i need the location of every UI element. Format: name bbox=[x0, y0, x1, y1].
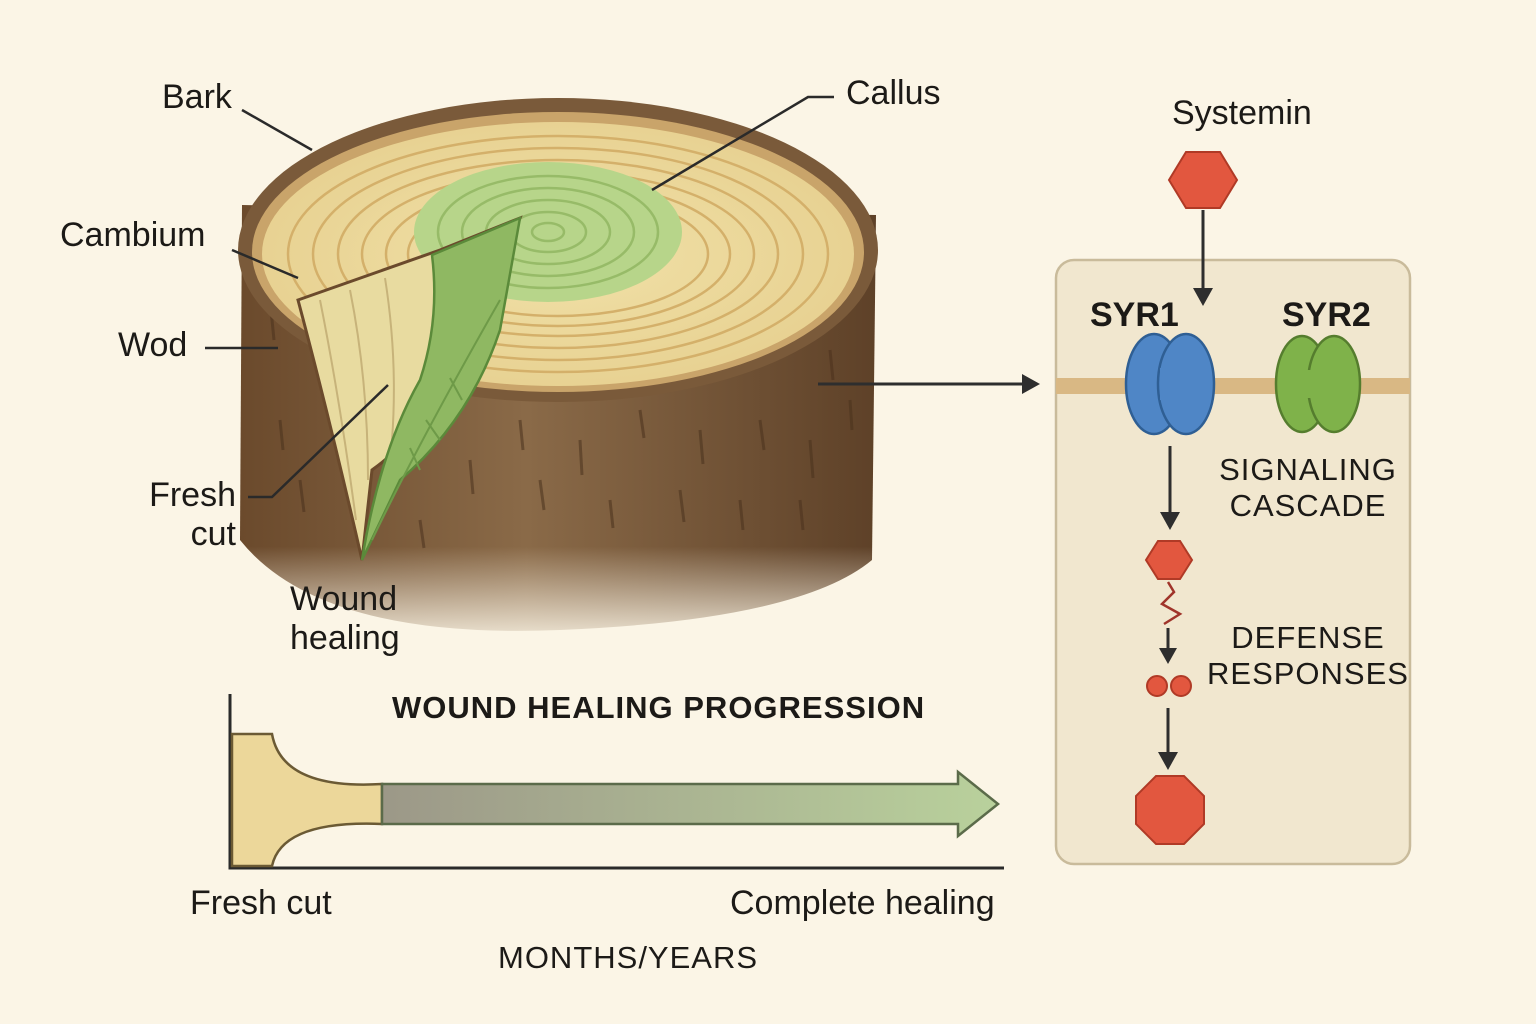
fresh-cut-flare bbox=[230, 732, 384, 868]
bark-label: Bark bbox=[162, 78, 232, 116]
systemin-hexagon bbox=[1167, 151, 1239, 209]
fresh-cut-label: Fresh cut bbox=[149, 476, 236, 554]
cambium-label: Cambium bbox=[60, 216, 206, 254]
cascade-arrow-3 bbox=[1158, 708, 1178, 770]
syr2-label: SYR2 bbox=[1282, 296, 1371, 334]
syr2-receptor bbox=[1274, 334, 1362, 434]
defense-octagon bbox=[1135, 775, 1205, 845]
wound-healing-tissue bbox=[360, 215, 522, 561]
timeline-start-label: Fresh cut bbox=[190, 884, 332, 922]
wound-healing-label: Wound healing bbox=[290, 580, 400, 658]
cascade-hexagon bbox=[1144, 540, 1194, 580]
stump-to-receptor-arrow bbox=[818, 374, 1040, 394]
defense-responses-label: DEFENSE RESPONSES bbox=[1207, 620, 1409, 691]
progression-arrow bbox=[380, 769, 1001, 839]
wood-label: Wod bbox=[118, 326, 188, 364]
cascade-squiggle bbox=[1159, 581, 1183, 626]
timeline-title: WOUND HEALING PROGRESSION bbox=[392, 690, 926, 725]
syr1-label: SYR1 bbox=[1090, 296, 1179, 334]
callus-label: Callus bbox=[846, 74, 941, 112]
systemin-label: Systemin bbox=[1172, 94, 1312, 132]
timeline-axis-label: MONTHS/YEARS bbox=[498, 940, 759, 975]
timeline-chart bbox=[228, 694, 1004, 870]
tree-stump bbox=[230, 98, 890, 650]
cascade-arrow-2 bbox=[1159, 628, 1177, 664]
signaling-panel bbox=[1054, 258, 1412, 866]
syr1-receptor bbox=[1124, 332, 1216, 436]
cascade-arrow-1 bbox=[1160, 446, 1180, 530]
stump-leader-lines bbox=[205, 95, 834, 499]
signaling-cascade-label: SIGNALING CASCADE bbox=[1219, 452, 1397, 523]
systemin-arrow bbox=[1193, 210, 1213, 306]
timeline-end-label: Complete healing bbox=[730, 884, 995, 922]
response-molecules bbox=[1146, 675, 1192, 697]
